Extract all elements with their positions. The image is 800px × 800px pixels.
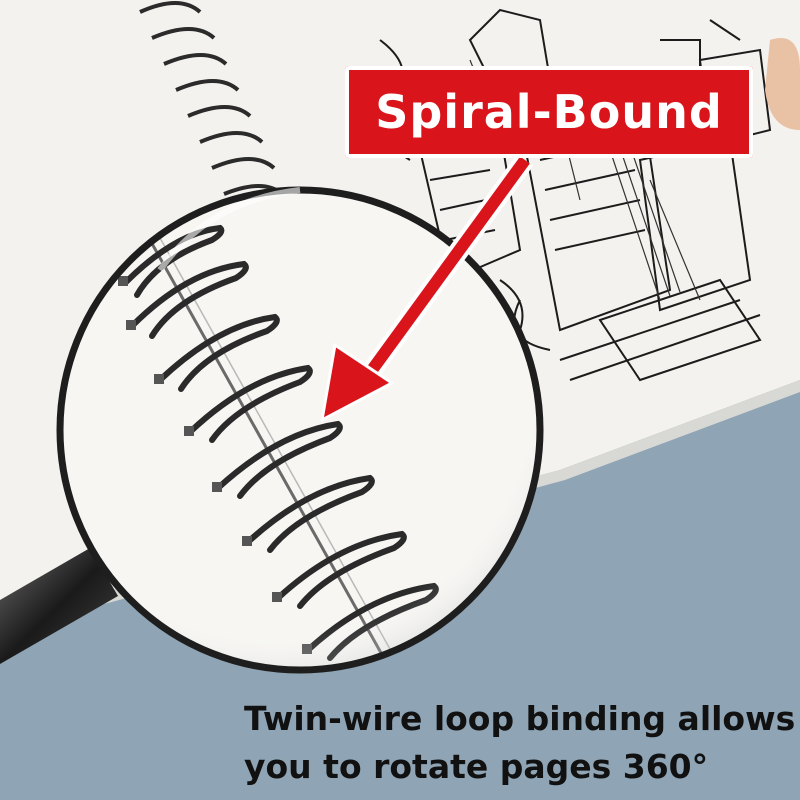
sketch-hatching <box>469 59 701 301</box>
spiral-bound-label: Spiral-Bound <box>345 66 753 158</box>
magnifier-handle <box>0 548 118 664</box>
arrow-icon <box>320 154 534 422</box>
label-background <box>345 66 753 158</box>
hand <box>765 38 800 130</box>
caption-line-1: Twin-wire loop binding allows <box>244 699 796 738</box>
magnifier-icon <box>56 186 544 674</box>
feature-caption: Twin-wire loop binding allows you to rot… <box>244 695 796 791</box>
caption-line-2: you to rotate pages 360° <box>244 747 709 786</box>
